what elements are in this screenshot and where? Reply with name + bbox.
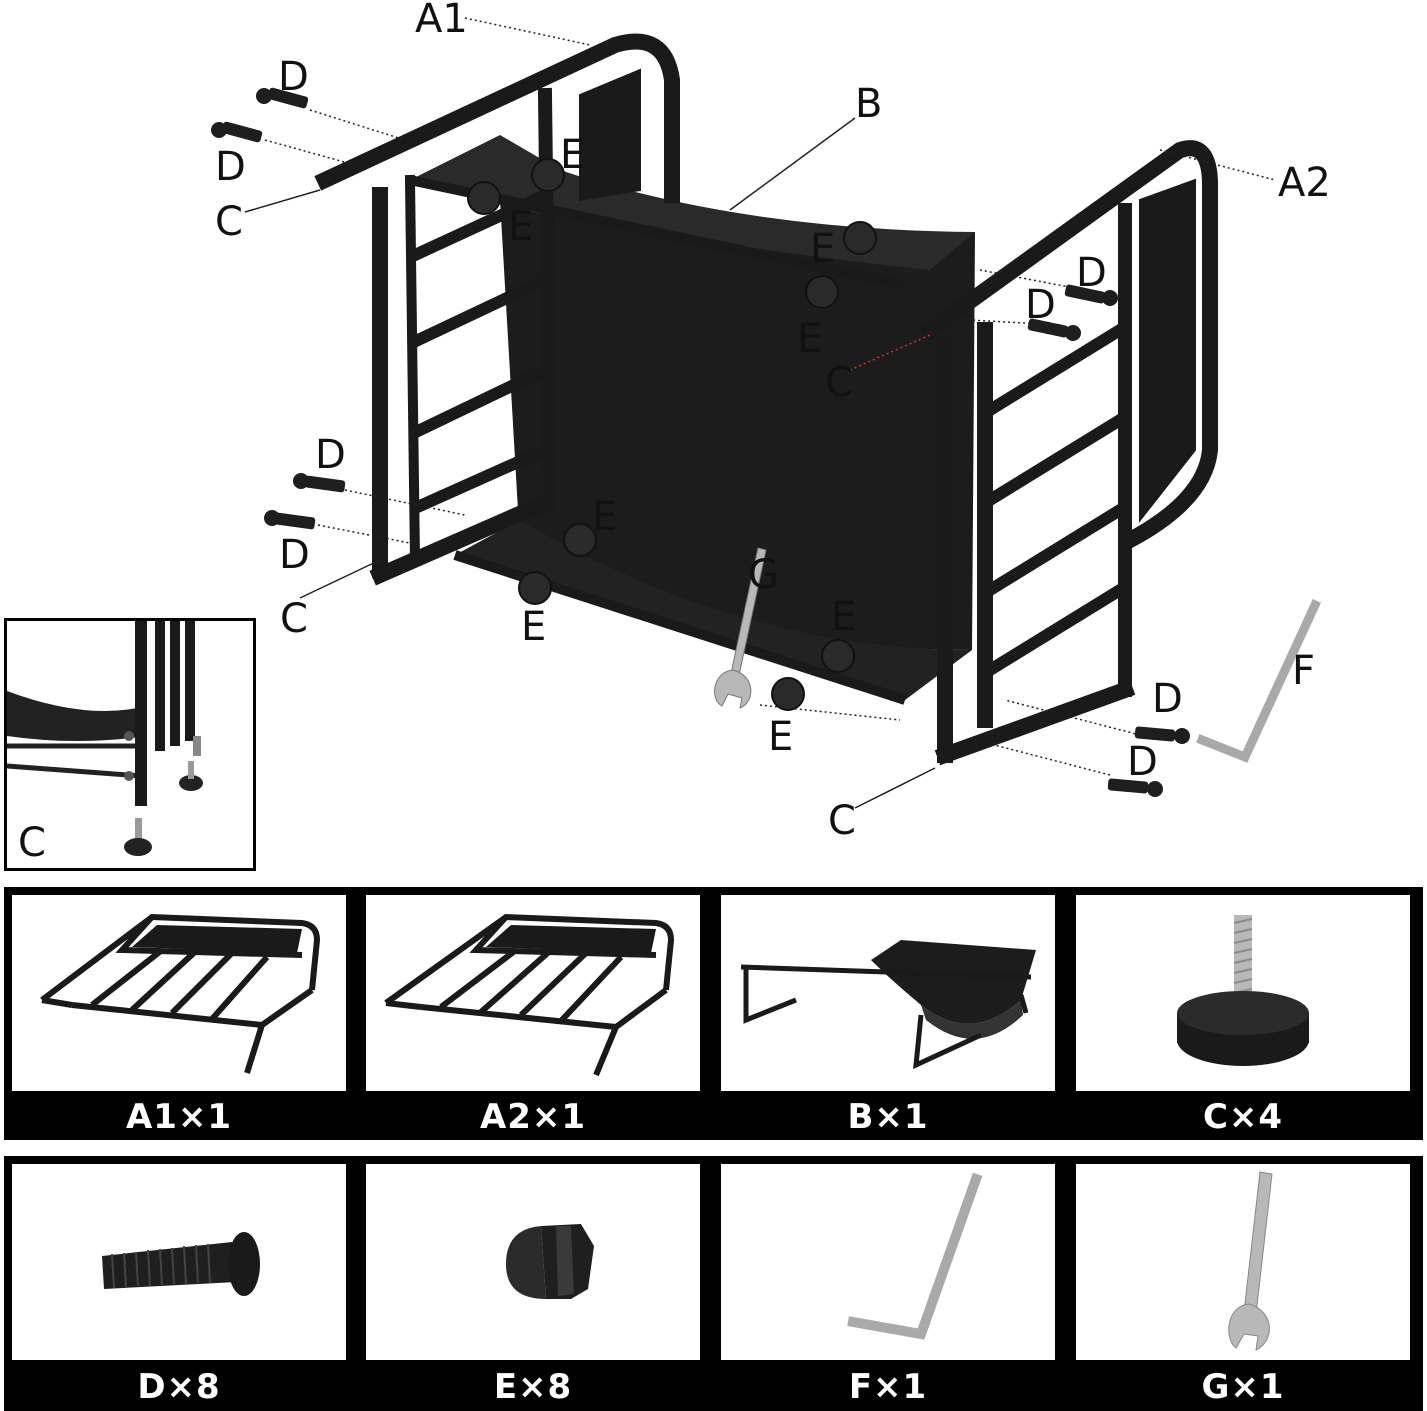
bolt-icon xyxy=(256,87,309,109)
part-caption-c: C×4 xyxy=(1202,1097,1284,1137)
callout-e: E xyxy=(831,594,856,640)
callout-d: D xyxy=(215,144,246,190)
cap-nut-icon xyxy=(531,158,565,192)
part-cell-f xyxy=(721,1164,1055,1360)
cap-nuts-e xyxy=(467,158,877,711)
callout-d: D xyxy=(1127,739,1158,785)
cap-nut-icon xyxy=(843,221,877,255)
cap-nut-icon xyxy=(821,639,855,673)
allen-key-icon xyxy=(847,1172,983,1340)
callout-e: E xyxy=(560,132,585,178)
frame-a2 xyxy=(918,140,1218,766)
side-frame-a1-icon xyxy=(40,913,321,1074)
cap-nut-icon xyxy=(518,571,552,605)
leveling-foot-icon xyxy=(1177,915,1309,1066)
leveling-foot-detail-inset xyxy=(4,618,256,871)
bolts-d xyxy=(211,87,1190,797)
parts-list-row-2: D×8 E×8 F×1 G×1 xyxy=(4,1156,1423,1411)
part-caption-g: G×1 xyxy=(1201,1367,1285,1407)
callout-e: E xyxy=(592,494,617,540)
callout-c: C xyxy=(825,360,853,406)
bolt-icon xyxy=(1134,726,1190,744)
callout-d: D xyxy=(315,432,346,478)
cap-nut-icon xyxy=(771,677,805,711)
callout-c: C xyxy=(828,798,856,844)
callout-f: F xyxy=(1292,648,1315,694)
wrench-icon xyxy=(1228,1171,1273,1351)
part-cell-g xyxy=(1076,1164,1410,1360)
bolt-icon xyxy=(102,1232,260,1296)
bolt-icon xyxy=(1064,284,1118,306)
part-cell-a2 xyxy=(366,895,700,1091)
cap-nut-icon xyxy=(563,523,597,557)
wrench-icon xyxy=(714,547,767,709)
callout-d: D xyxy=(1076,250,1107,296)
part-cell-b xyxy=(721,895,1055,1091)
callout-d: D xyxy=(1152,676,1183,722)
callout-d: D xyxy=(278,54,309,100)
part-caption-e: E×8 xyxy=(493,1367,573,1407)
callout-d: D xyxy=(1025,282,1056,328)
bolt-icon xyxy=(293,473,346,493)
parts-list-row-1: A1×1 A2×1 B×1 C×4 xyxy=(4,887,1423,1140)
bolt-icon xyxy=(1027,318,1081,341)
part-caption-d: D×8 xyxy=(137,1367,221,1407)
inset-label-c: C xyxy=(18,820,46,866)
part-caption-a1: A1×1 xyxy=(125,1097,233,1137)
part-caption-f: F×1 xyxy=(848,1367,928,1407)
callout-e: E xyxy=(810,226,835,272)
callout-b: B xyxy=(855,81,882,127)
side-frame-a2-icon xyxy=(384,913,675,1077)
callout-e: E xyxy=(797,316,822,362)
part-cell-e xyxy=(366,1164,700,1360)
bolt-icon xyxy=(264,510,316,530)
callout-c: C xyxy=(280,596,308,642)
part-caption-b: B×1 xyxy=(847,1097,929,1137)
frame-a1 xyxy=(314,33,680,586)
callout-g: G xyxy=(748,552,779,598)
bolt-icon xyxy=(1107,778,1163,797)
cap-nut-icon xyxy=(805,275,839,309)
callout-e: E xyxy=(508,204,533,250)
callout-d: D xyxy=(279,532,310,578)
part-cell-d xyxy=(12,1164,346,1360)
callout-a1: A1 xyxy=(415,0,468,42)
part-cell-c xyxy=(1076,895,1410,1091)
curved-seat-icon xyxy=(740,940,1036,1070)
part-cell-a1 xyxy=(12,895,346,1091)
callout-c: C xyxy=(215,199,243,245)
callout-e: E xyxy=(521,604,546,650)
allen-key-icon xyxy=(1196,599,1321,763)
bolt-icon xyxy=(211,121,263,143)
callout-e: E xyxy=(768,714,793,760)
cap-nut-icon xyxy=(467,181,501,215)
cap-nut-icon xyxy=(506,1224,594,1299)
callout-a2: A2 xyxy=(1278,160,1331,206)
exploded-assembly-diagram: A1 B A2 D D C E E E E C D D D D C E G E … xyxy=(211,0,1331,844)
part-caption-a2: A2×1 xyxy=(479,1097,587,1137)
